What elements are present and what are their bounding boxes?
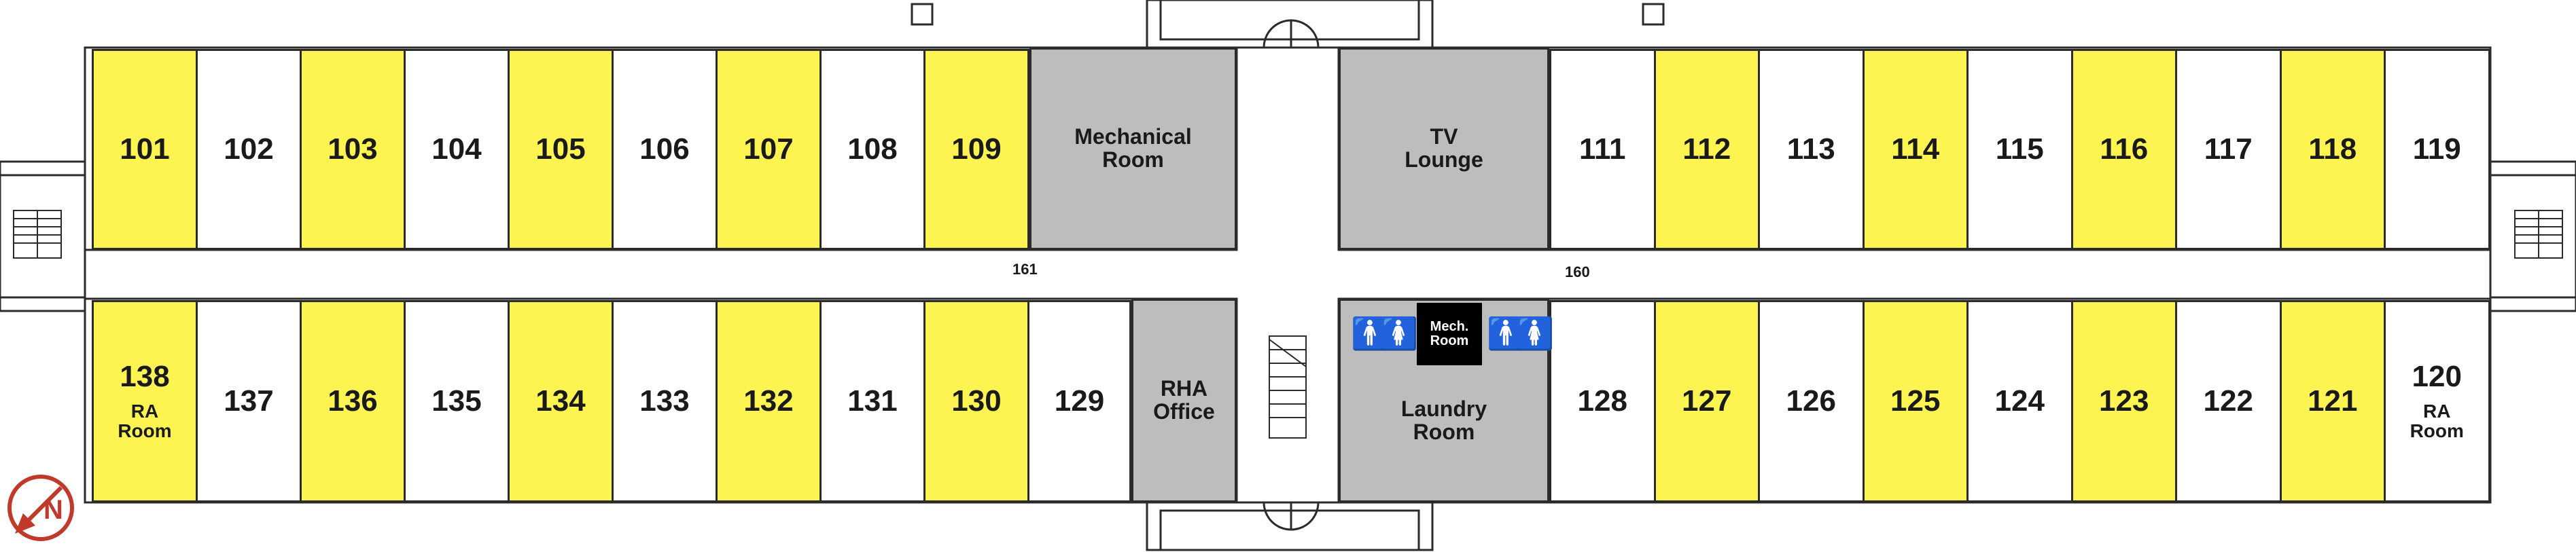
room-number: 109 (951, 132, 1002, 166)
rha-office-label: RHA Office (1153, 376, 1215, 424)
room-104[interactable]: 104 (404, 49, 510, 250)
room-102[interactable]: 102 (196, 49, 302, 250)
restroom-women-icon: 🚺 (1379, 316, 1419, 351)
room-125[interactable]: 125 (1862, 300, 1969, 502)
room-number: 107 (743, 132, 794, 166)
tv-lounge[interactable]: TV Lounge (1339, 48, 1549, 250)
svg-text:N: N (43, 495, 63, 525)
laundry-room-label: Laundry Room (1400, 397, 1487, 444)
room-128[interactable]: 128 (1549, 300, 1656, 502)
room-114[interactable]: 114 (1862, 49, 1969, 250)
room-number: 101 (120, 132, 170, 166)
room-number: 123 (2099, 384, 2149, 418)
room-109[interactable]: 109 (923, 49, 1029, 250)
restroom-men-icon: 🚹 (1487, 316, 1526, 351)
room-number: 108 (847, 132, 898, 166)
room-number: 104 (431, 132, 482, 166)
room-number: 113 (1786, 132, 1835, 166)
room-103[interactable]: 103 (300, 49, 406, 250)
mechanical-closet[interactable]: Mech. Room (1417, 303, 1482, 365)
room-120[interactable]: 120 RA Room (2384, 300, 2490, 502)
mechanical-room-label: Mechanical Room (1074, 124, 1192, 172)
room-number: 130 (951, 384, 1002, 418)
room-sublabel: RA Room (118, 400, 172, 441)
room-number: 111 (1578, 132, 1626, 166)
room-137[interactable]: 137 (196, 300, 302, 502)
room-number: 137 (224, 384, 274, 418)
room-111[interactable]: 111 (1549, 49, 1656, 250)
room-number: 121 (2308, 384, 2358, 418)
room-118[interactable]: 118 (2279, 49, 2386, 250)
room-number: 127 (1682, 384, 1732, 418)
room-number: 103 (328, 132, 378, 166)
room-number: 133 (639, 384, 690, 418)
room-number: 117 (2204, 132, 2253, 166)
room-number: 120 (2412, 359, 2462, 393)
room-122[interactable]: 122 (2175, 300, 2282, 502)
room-number: 136 (328, 384, 378, 418)
restroom-women-icon: 🚺 (1515, 316, 1555, 351)
room-129[interactable]: 129 (1027, 300, 1131, 502)
room-number: 135 (431, 384, 482, 418)
room-138[interactable]: 138 RA Room (92, 300, 198, 502)
room-number: 125 (1890, 384, 1941, 418)
room-105[interactable]: 105 (508, 49, 614, 250)
room-number: 119 (2412, 132, 2461, 166)
room-number: 124 (1994, 384, 2045, 418)
room-106[interactable]: 106 (612, 49, 718, 250)
room-115[interactable]: 115 (1966, 49, 2073, 250)
north-arrow-icon: N (7, 475, 74, 541)
room-116[interactable]: 116 (2070, 49, 2177, 250)
room-107[interactable]: 107 (716, 49, 822, 250)
room-number: 128 (1577, 384, 1627, 418)
room-117[interactable]: 117 (2175, 49, 2282, 250)
room-133[interactable]: 133 (612, 300, 718, 502)
room-number: 112 (1682, 132, 1731, 166)
room-113[interactable]: 113 (1758, 49, 1865, 250)
room-number: 134 (535, 384, 586, 418)
room-number: 138 (120, 359, 170, 393)
room-119[interactable]: 119 (2384, 49, 2490, 250)
room-number: 116 (2100, 132, 2149, 166)
room-123[interactable]: 123 (2070, 300, 2177, 502)
room-124[interactable]: 124 (1966, 300, 2073, 502)
room-number: 118 (2308, 132, 2357, 166)
restroom-men-icon: 🚹 (1351, 316, 1390, 351)
room-127[interactable]: 127 (1653, 300, 1760, 502)
room-101[interactable]: 101 (92, 49, 198, 250)
mechanical-room[interactable]: Mechanical Room (1029, 48, 1237, 250)
room-number: 115 (1995, 132, 2044, 166)
room-136[interactable]: 136 (300, 300, 406, 502)
rha-office[interactable]: RHA Office (1131, 299, 1237, 502)
room-number: 122 (2203, 384, 2253, 418)
room-112[interactable]: 112 (1653, 49, 1760, 250)
room-number: 106 (639, 132, 690, 166)
room-130[interactable]: 130 (923, 300, 1029, 502)
corridor-160-label: 160 (1565, 263, 1590, 280)
room-number: 105 (535, 132, 586, 166)
room-134[interactable]: 134 (508, 300, 614, 502)
room-121[interactable]: 121 (2279, 300, 2386, 502)
room-number: 132 (743, 384, 794, 418)
room-sublabel: RA Room (2410, 400, 2464, 441)
stairs-icon (13, 210, 2563, 439)
mechanical-closet-label: Mech. Room (1430, 319, 1469, 348)
room-number: 102 (224, 132, 274, 166)
tv-lounge-label: TV Lounge (1405, 124, 1483, 172)
room-number: 129 (1054, 384, 1105, 418)
room-108[interactable]: 108 (819, 49, 925, 250)
room-number: 114 (1891, 132, 1940, 166)
room-131[interactable]: 131 (819, 300, 925, 502)
corridor-161-label: 161 (1012, 261, 1038, 278)
room-135[interactable]: 135 (404, 300, 510, 502)
room-132[interactable]: 132 (716, 300, 822, 502)
room-126[interactable]: 126 (1758, 300, 1865, 502)
room-number: 131 (847, 384, 898, 418)
room-number: 126 (1786, 384, 1836, 418)
